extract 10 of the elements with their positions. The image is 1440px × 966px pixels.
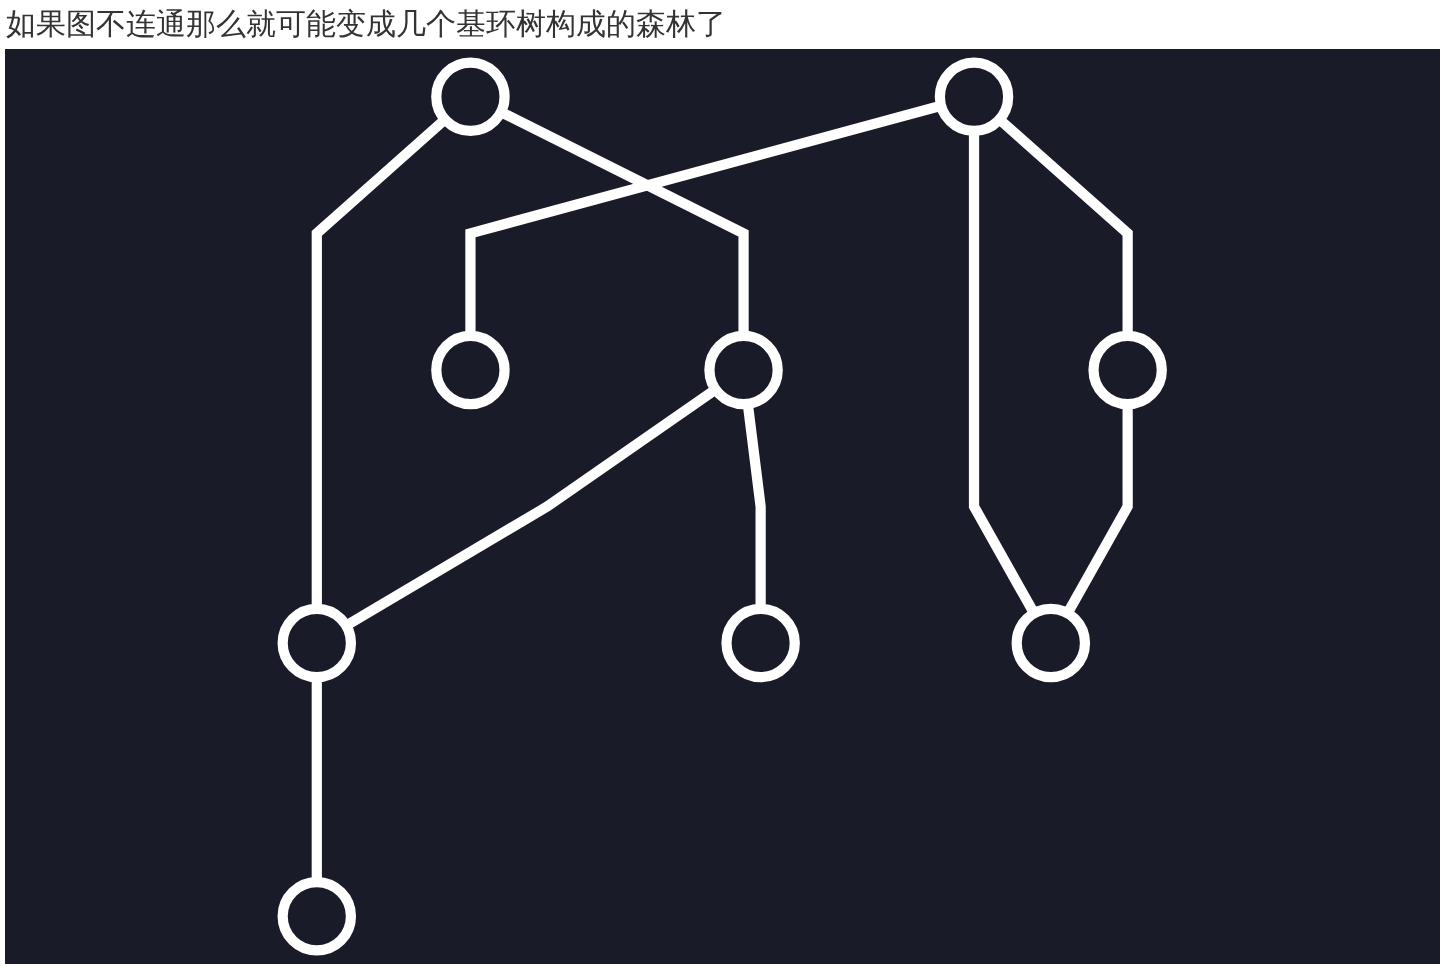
node-circle [431,330,510,410]
title: 如果图不连通那么就可能变成几个基环树构成的森林了 [5,5,727,43]
node-circle [277,603,357,683]
node-circle [704,330,784,410]
node-circle [431,57,510,137]
node-circle [935,57,1014,137]
node-circle [1011,603,1091,683]
node-circle [1088,330,1168,410]
node-circle [721,603,801,683]
node-circle [277,876,357,956]
